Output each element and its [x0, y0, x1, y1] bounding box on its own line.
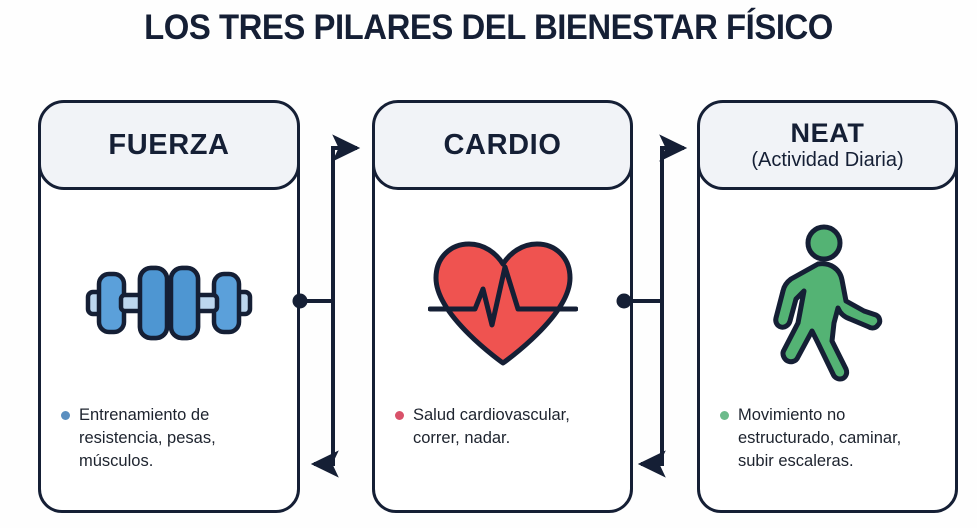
- pillar-bullet-fuerza: Entrenamiento de resistencia, pesas, mús…: [61, 404, 281, 472]
- walking-person-icon: [700, 218, 955, 388]
- pillar-bullet-cardio: Salud cardiovascular, correr, nadar.: [395, 404, 614, 450]
- connector-cardio-to-fuerza: [310, 301, 339, 478]
- pillar-header-neat[interactable]: NEAT (Actividad Diaria): [697, 100, 958, 190]
- bullet-text: Movimiento no estructurado, caminar, sub…: [738, 406, 902, 470]
- dumbbell-icon: [41, 218, 297, 388]
- pillar-bullet-neat: Movimiento no estructurado, caminar, sub…: [720, 404, 939, 472]
- pillar-header-cardio[interactable]: CARDIO: [372, 100, 633, 190]
- pillar-header-fuerza[interactable]: FUERZA: [38, 100, 300, 190]
- pillar-subtitle: (Actividad Diaria): [751, 148, 904, 171]
- connector-fuerza-to-cardio: [292, 134, 361, 309]
- bullet-text: Salud cardiovascular, correr, nadar.: [413, 406, 570, 447]
- heart-pulse-icon: [375, 218, 630, 388]
- bullet-dot: [61, 411, 70, 420]
- pillar-title: CARDIO: [443, 128, 562, 161]
- page-title: LOS TRES PILARES DEL BIENESTAR FÍSICO: [144, 8, 833, 47]
- bullet-text: Entrenamiento de resistencia, pesas, mús…: [79, 406, 216, 470]
- pillar-title: NEAT: [790, 118, 865, 149]
- connector-neat-to-cardio: [637, 301, 666, 478]
- bullet-dot: [395, 411, 404, 420]
- bullet-dot: [720, 411, 729, 420]
- pillar-title: FUERZA: [108, 128, 230, 161]
